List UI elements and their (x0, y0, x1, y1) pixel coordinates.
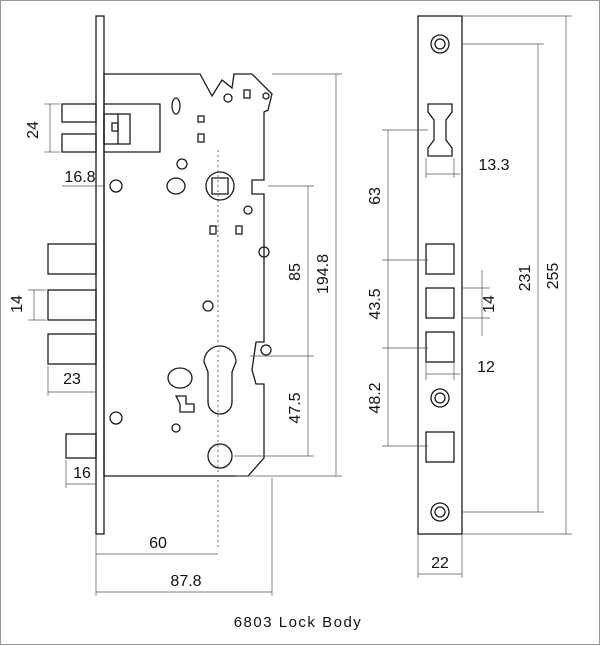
lower-screw-hole (207, 443, 233, 469)
guard-bolt (65, 433, 97, 459)
dim-87-8: 87.8 (170, 573, 201, 590)
dead-bolts (47, 243, 97, 365)
drawing-caption: 6803 Lock Body (234, 614, 363, 631)
deadbolt-1 (47, 243, 97, 275)
middle-screw-hole (430, 388, 450, 408)
dim-194-8: 194.8 (315, 254, 332, 294)
dim-47-5: 47.5 (287, 392, 304, 423)
cylinder-hole (203, 345, 237, 415)
lock-case-outline (103, 73, 273, 477)
cam-recess (167, 367, 193, 389)
faceplate-front-view (417, 15, 463, 535)
dim-255: 255 (545, 263, 562, 290)
dim-63: 63 (367, 187, 384, 205)
dim-23: 23 (63, 371, 81, 388)
deadbolt-opening-2 (425, 287, 455, 319)
dim-24: 24 (25, 121, 42, 139)
latch-bolt (61, 103, 161, 153)
dim-22: 22 (431, 555, 449, 572)
dim-14-right: 14 (481, 295, 498, 313)
faceplate-edge (95, 15, 105, 535)
right-view-dimension-lines (382, 15, 572, 578)
bottom-screw-hole (430, 502, 450, 522)
latch-opening (427, 103, 453, 157)
deadbolt-2 (47, 289, 97, 321)
faceplate (417, 15, 463, 535)
latch-follower (174, 395, 195, 413)
dim-14-left: 14 (9, 295, 26, 313)
dim-12: 12 (477, 359, 495, 376)
dim-16: 16 (73, 465, 91, 482)
dim-60: 60 (149, 535, 167, 552)
case-internal-features (109, 89, 272, 433)
lock-body-side-view (47, 15, 273, 548)
dim-231: 231 (517, 265, 534, 292)
dim-85: 85 (287, 263, 304, 281)
deadbolt-opening-3 (425, 331, 455, 363)
guard-bolt-opening (425, 431, 455, 463)
top-screw-hole (430, 34, 450, 54)
deadbolt-3 (47, 333, 97, 365)
left-view-dimension-lines (28, 73, 342, 596)
spindle-hub (205, 171, 235, 201)
dim-43-5: 43.5 (367, 288, 384, 319)
deadbolt-opening-1 (425, 243, 455, 275)
dim-16-8: 16.8 (64, 169, 95, 186)
dim-48-2: 48.2 (367, 382, 384, 413)
dim-13-3: 13.3 (478, 157, 509, 174)
